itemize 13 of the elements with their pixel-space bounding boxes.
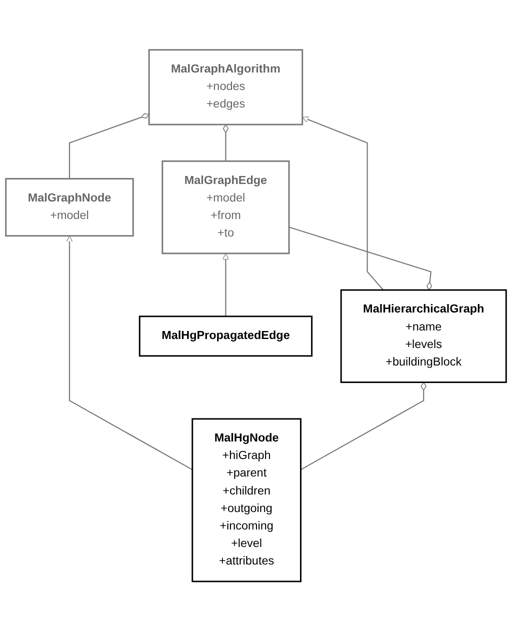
arrow xyxy=(66,235,193,470)
connector xyxy=(288,226,432,290)
node-box: MalGraphAlgorithm +nodes +edges xyxy=(148,48,304,126)
node-box: MalHierarchicalGraph +name +levels +buildingBlock xyxy=(340,289,507,383)
node-box: MalHgNode +hiGraph +parent +children +outgoing +incoming +level +attributes xyxy=(192,418,302,582)
connector xyxy=(222,124,229,161)
connector xyxy=(68,113,150,179)
arrow xyxy=(302,116,384,290)
connector xyxy=(300,382,426,470)
node-box: MalGraphEdge +model +from +to xyxy=(162,160,290,254)
node-box: MalGraphNode +model xyxy=(5,178,134,236)
arrow xyxy=(222,252,229,316)
node-box: MalHgPropagatedEdge xyxy=(138,316,313,356)
